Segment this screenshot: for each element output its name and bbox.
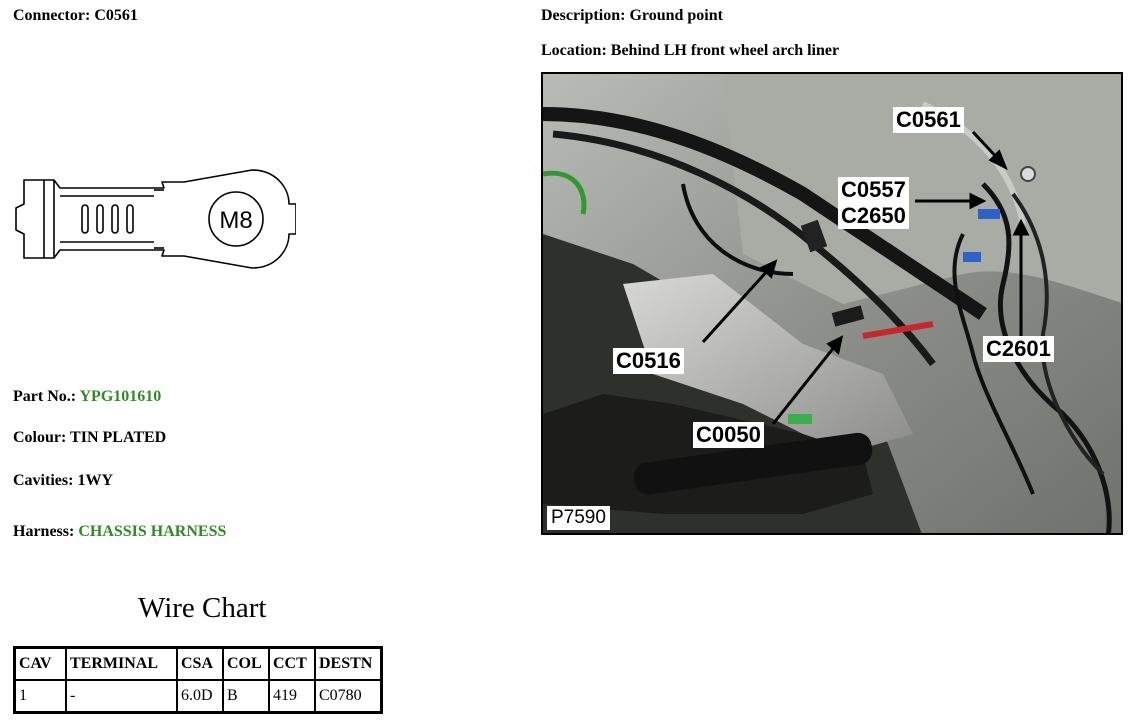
cavities-label: Cavities: (13, 472, 74, 489)
cavities-value: 1WY (77, 472, 113, 489)
photo-illustration (543, 74, 1121, 533)
part-no-value[interactable]: YPG101610 (79, 388, 162, 405)
colour-label: Colour: (13, 429, 67, 446)
callout-c0561: C0561 (893, 107, 964, 133)
table-row: 1 - 6.0D B 419 C0780 (13, 679, 383, 714)
wire-chart-table: CAV TERMINAL CSA COL CCT DESTN 1 - 6.0D … (13, 646, 383, 714)
callout-c0557: C0557 (838, 177, 909, 203)
header-csa: CSA (176, 646, 224, 681)
harness-label: Harness: (13, 523, 75, 540)
location-value: Behind LH front wheel arch liner (610, 42, 840, 59)
stud-size-text: M8 (219, 207, 252, 234)
header-terminal: TERMINAL (65, 646, 178, 681)
cell-csa: 6.0D (176, 679, 224, 714)
callout-c0050: C0050 (693, 422, 764, 448)
cell-cct: 419 (268, 679, 316, 714)
photo-reference: P7590 (547, 506, 610, 530)
description-label: Description: (541, 7, 626, 24)
callout-c2601: C2601 (983, 336, 1054, 362)
harness-line: Harness: CHASSIS HARNESS (13, 523, 226, 541)
connector-value: C0561 (94, 7, 138, 24)
location-line: Location: Behind LH front wheel arch lin… (541, 42, 839, 60)
callout-c2650: C2650 (838, 203, 909, 229)
description-line: Description: Ground point (541, 7, 723, 25)
header-destn: DESTN (314, 646, 383, 681)
location-label: Location: (541, 42, 607, 59)
header-cav: CAV (13, 646, 67, 681)
callout-c0516: C0516 (613, 348, 684, 374)
colour-value: TIN PLATED (70, 429, 167, 446)
connector-line: Connector: C0561 (13, 7, 138, 25)
ring-terminal-drawing: M8 (15, 169, 296, 269)
cavities-line: Cavities: 1WY (13, 472, 113, 490)
colour-line: Colour: TIN PLATED (13, 429, 166, 447)
description-value: Ground point (629, 7, 723, 24)
cell-terminal: - (65, 679, 178, 714)
harness-value[interactable]: CHASSIS HARNESS (78, 523, 227, 540)
cell-cav: 1 (13, 679, 67, 714)
connector-label: Connector: (13, 7, 91, 24)
part-no-line: Part No.: YPG101610 (13, 388, 161, 406)
part-no-label: Part No.: (13, 388, 77, 405)
header-cct: CCT (268, 646, 316, 681)
cell-destn[interactable]: C0780 (314, 679, 383, 714)
location-photo: C0561 C0557 C2650 C0516 C0050 C2601 P759… (541, 72, 1123, 535)
wire-chart-title: Wire Chart (138, 592, 267, 624)
header-col: COL (222, 646, 270, 681)
wire-chart-header-row: CAV TERMINAL CSA COL CCT DESTN (13, 646, 383, 681)
cell-col: B (222, 679, 270, 714)
